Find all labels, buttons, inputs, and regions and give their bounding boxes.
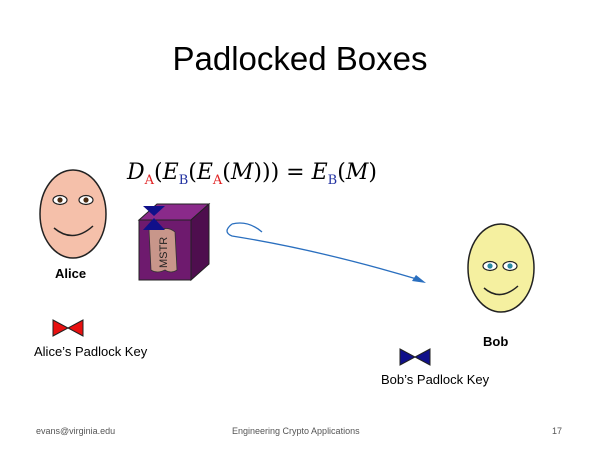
eq-close: ))) = xyxy=(253,160,312,185)
eq-sub-a1: A xyxy=(144,173,155,188)
footer-email: evans@virginia.edu xyxy=(36,426,116,436)
eq-close-2: ) xyxy=(368,160,377,185)
eq-E1: E xyxy=(162,160,179,185)
bob-label: Bob xyxy=(483,334,509,349)
bob-face xyxy=(467,223,535,313)
eq-sub-a2: A xyxy=(212,173,223,188)
alice-label: Alice xyxy=(55,266,87,281)
slide-title: Padlocked Boxes xyxy=(172,40,428,77)
eq-M2: M xyxy=(345,160,369,185)
alice-key-label: Alice’s Padlock Key xyxy=(34,344,148,359)
eq-D: D xyxy=(127,160,145,185)
eq-M1: M xyxy=(230,160,254,185)
eq-sub-b2: B xyxy=(327,173,338,188)
bob-key-label: Bob’s Padlock Key xyxy=(381,372,490,387)
footer-course: Engineering Crypto Applications xyxy=(232,426,360,436)
eq-paren-1: ( xyxy=(154,160,163,185)
box-paper-text: MSTR xyxy=(158,237,170,268)
eq-paren-4: ( xyxy=(337,160,346,185)
alice-key-icon xyxy=(52,319,84,337)
bob-key-icon xyxy=(399,348,431,366)
padlock-equation: DA(EB(EA(M))) = EB(M) xyxy=(127,160,377,188)
footer-page-number: 17 xyxy=(552,426,563,436)
eq-paren-3: ( xyxy=(222,160,231,185)
eq-E2: E xyxy=(196,160,213,185)
padlocked-box-icon: MSTR xyxy=(137,202,211,282)
eq-paren-2: ( xyxy=(188,160,197,185)
eq-sub-b1: B xyxy=(178,173,189,188)
eq-E3: E xyxy=(311,160,328,185)
alice-face xyxy=(39,169,107,259)
